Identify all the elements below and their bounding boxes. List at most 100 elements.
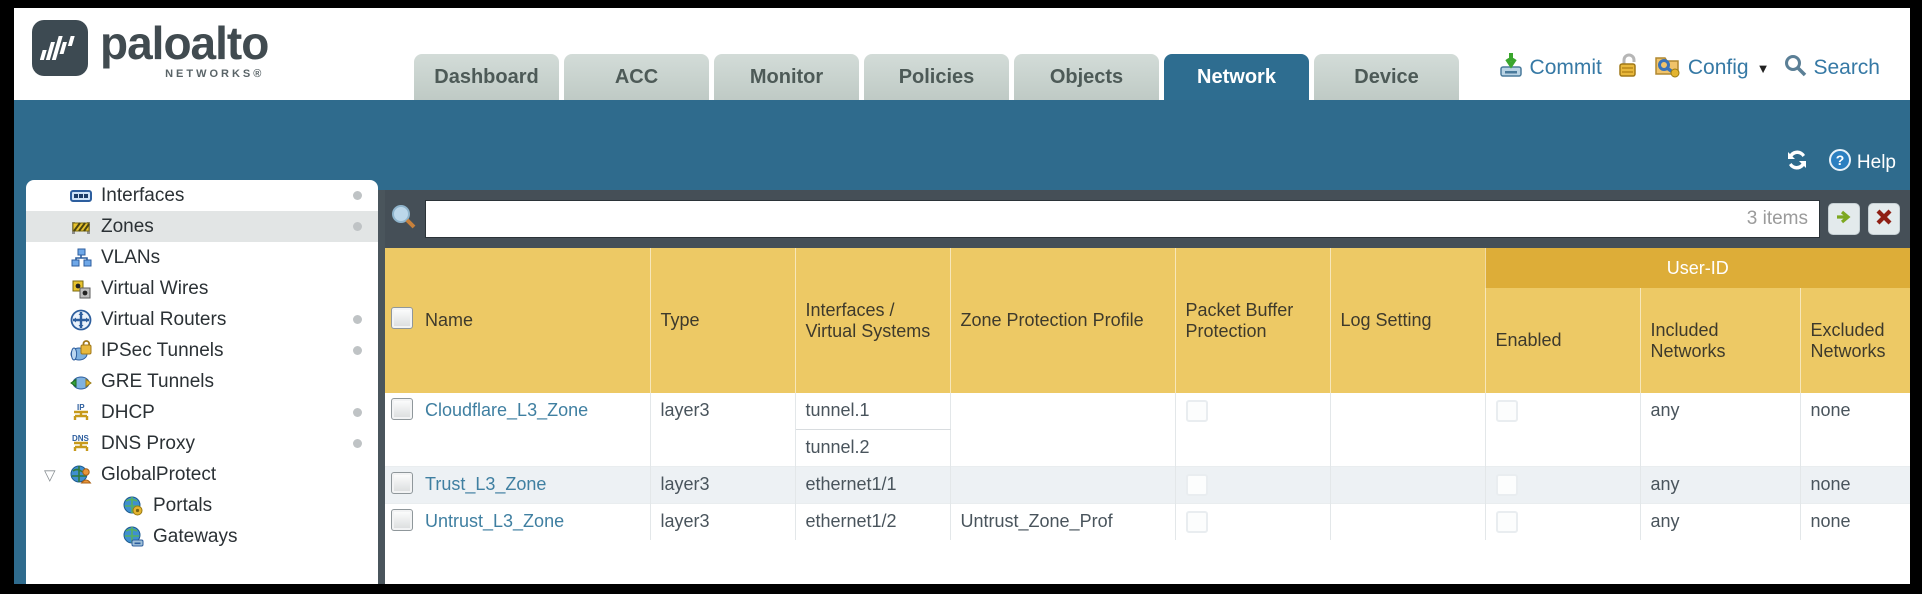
filter-input[interactable] [425,200,1820,238]
status-dot [353,346,362,355]
sidebar-item-virtual-wires[interactable]: Virtual Wires [26,273,378,304]
user-id-enabled-cell [1485,503,1641,540]
column-header-zone-protection[interactable]: Zone Protection Profile [950,248,1176,393]
row-checkbox[interactable] [391,472,413,494]
log-setting-cell [1330,503,1486,540]
zone-name-link[interactable]: Trust_L3_Zone [425,474,547,494]
sidebar-item-globalprotect[interactable]: ▽ GlobalProtect [26,459,378,490]
sidebar-item-label: VLANs [101,246,161,268]
select-all-checkbox[interactable] [391,307,413,329]
commit-button[interactable]: Commit [1498,52,1602,84]
status-dot [353,222,362,231]
filter-search-icon [389,203,417,236]
interface-cell: ethernet1/1 [795,466,951,504]
row-select-cell [385,466,415,504]
clear-filter-button[interactable] [1868,203,1900,235]
column-header-name[interactable]: Name [415,248,651,393]
zones-table: Name Type Interfaces / Virtual Systems Z… [385,248,1910,540]
excluded-networks-cell: none [1800,466,1910,504]
packet-buffer-cell [1175,393,1331,467]
tab-objects[interactable]: Objects [1014,54,1159,100]
paloalto-logo: paloalto NETWORKS® [32,20,269,80]
packet-buffer-cell [1175,466,1331,504]
user-id-enabled-checkbox[interactable] [1495,474,1518,496]
sidebar-item-ipsec-tunnels[interactable]: IPSec Tunnels [26,335,378,366]
left-teal-strip [14,100,26,584]
table-subrow: tunnel.2 [385,429,1910,467]
commit-icon [1498,52,1524,84]
sidebar-item-zones[interactable]: Zones [26,211,378,242]
sidebar-item-label: DHCP [101,401,155,423]
ipsec-tunnels-icon [70,339,92,362]
tab-policies[interactable]: Policies [864,54,1009,100]
sidebar-item-interfaces[interactable]: Interfaces [26,180,378,211]
sidebar-item-portals[interactable]: Portals [26,490,378,521]
tab-network[interactable]: Network [1164,54,1309,100]
select-all-header [385,248,415,393]
virtual-routers-icon [70,309,92,331]
lock-icon[interactable] [1616,53,1640,84]
user-id-enabled-checkbox[interactable] [1495,511,1518,533]
sidebar-item-virtual-routers[interactable]: Virtual Routers [26,304,378,335]
column-header-included-networks[interactable]: Included Networks [1640,288,1801,393]
sidebar-item-vlans[interactable]: VLANs [26,242,378,273]
help-button[interactable]: ? Help [1828,148,1896,178]
help-icon: ? [1828,148,1852,178]
tab-device[interactable]: Device [1314,54,1459,100]
sidebar-item-label: GlobalProtect [101,463,217,485]
row-checkbox[interactable] [391,398,413,420]
dhcp-icon: IP [70,402,92,424]
search-button[interactable]: Search [1783,53,1880,83]
column-header-packet-buffer[interactable]: Packet Buffer Protection [1175,248,1331,393]
refresh-icon[interactable] [1784,147,1810,178]
row-select-cell [385,503,415,540]
gre-tunnels-icon [70,371,92,393]
sidebar-item-dhcp[interactable]: IP DHCP [26,397,378,428]
sidebar-item-label: Virtual Wires [101,277,209,299]
expander-triangle-icon[interactable]: ▽ [44,466,56,484]
column-header-interfaces[interactable]: Interfaces / Virtual Systems [795,248,951,393]
svg-text:DNS: DNS [72,434,90,443]
column-header-log-setting[interactable]: Log Setting [1330,248,1486,393]
packet-buffer-checkbox[interactable] [1185,474,1208,496]
config-menu[interactable]: Config ▼ [1654,52,1770,84]
chevron-down-icon: ▼ [1756,60,1770,76]
user-id-enabled-checkbox[interactable] [1495,400,1518,422]
column-header-excluded-networks[interactable]: Excluded Networks [1800,288,1910,393]
zone-name-link[interactable]: Untrust_L3_Zone [425,511,565,531]
panel-splitter[interactable] [378,190,385,584]
included-networks-cell: any [1640,503,1801,540]
packet-buffer-checkbox[interactable] [1185,511,1208,533]
excluded-networks-cell: none [1800,393,1910,467]
column-header-enabled[interactable]: Enabled [1485,288,1641,393]
zone-name-cell: Untrust_L3_Zone [415,503,651,540]
column-header-type[interactable]: Type [650,248,796,393]
clear-filter-x-icon [1875,208,1893,231]
sidebar-item-gateways[interactable]: Gateways [26,521,378,552]
top-toolbar: Commit [1498,52,1880,84]
search-icon [1783,53,1807,83]
row-checkbox[interactable] [391,509,413,531]
excluded-networks-cell: none [1800,503,1910,540]
virtual-wires-icon [70,278,92,300]
row-select-cell [385,393,415,467]
apply-filter-button[interactable] [1828,203,1860,235]
column-group-user-id: User-ID [1485,248,1910,288]
zone-type-cell: layer3 [650,466,796,504]
sidebar-item-gre-tunnels[interactable]: GRE Tunnels [26,366,378,397]
interfaces-icon [70,185,92,207]
item-count: 3 items [1746,208,1808,229]
log-setting-cell [1330,466,1486,504]
zone-name-link[interactable]: Cloudflare_L3_Zone [425,400,589,420]
included-networks-cell: any [1640,466,1801,504]
included-networks-cell: any [1640,393,1801,467]
packet-buffer-checkbox[interactable] [1185,400,1208,422]
tab-dashboard[interactable]: Dashboard [414,54,559,100]
tab-acc[interactable]: ACC [564,54,709,100]
tab-monitor[interactable]: Monitor [714,54,859,100]
